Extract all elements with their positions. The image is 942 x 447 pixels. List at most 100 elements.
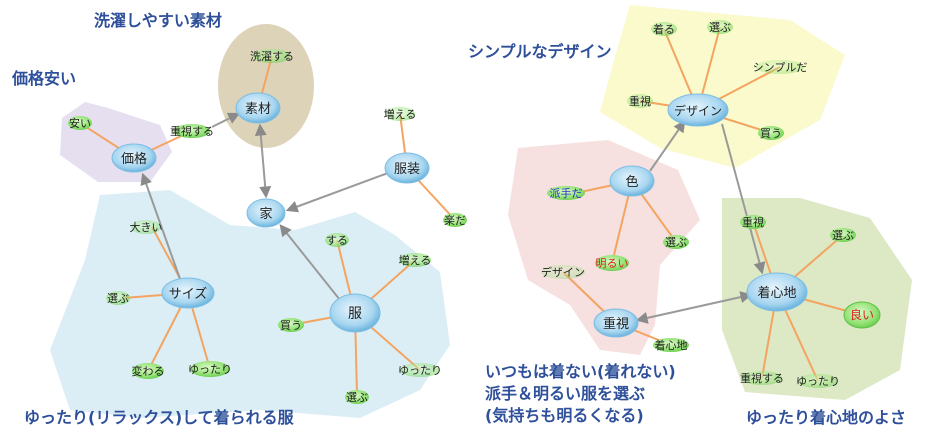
word-fueru-1[interactable]: 増える bbox=[384, 107, 417, 121]
svg-text:デザイン: デザイン bbox=[541, 265, 585, 279]
svg-text:楽だ: 楽だ bbox=[444, 214, 466, 227]
word-juushisuru-1[interactable]: 重視する bbox=[170, 124, 214, 138]
word-juushi-3[interactable]: 重視 bbox=[740, 215, 766, 229]
word-yuttari-1[interactable]: ゆったり bbox=[188, 361, 232, 377]
svg-text:重視: 重視 bbox=[603, 316, 629, 332]
word-suru[interactable]: する bbox=[325, 233, 349, 247]
word-yuttari-3[interactable]: ゆったり bbox=[796, 374, 840, 388]
svg-text:重視: 重視 bbox=[629, 94, 651, 108]
word-yoi[interactable]: 良い bbox=[843, 301, 881, 329]
node-juushi-left[interactable]: 重視 bbox=[593, 308, 639, 338]
caption-simple-design: シンプルなデザイン bbox=[468, 42, 612, 61]
svg-text:ゆったり: ゆったり bbox=[796, 375, 840, 388]
node-iro[interactable]: 色 bbox=[609, 165, 655, 197]
svg-text:重視する: 重視する bbox=[740, 371, 784, 385]
caption-bright-clothes-2: 派手＆明るい服を選ぶ bbox=[485, 384, 646, 403]
svg-text:服: 服 bbox=[348, 306, 362, 322]
word-fueru-2[interactable]: 増える bbox=[399, 253, 432, 267]
node-fukusou[interactable]: 服装 bbox=[384, 152, 430, 184]
svg-text:安い: 安い bbox=[69, 116, 91, 130]
svg-text:買う: 買う bbox=[280, 319, 302, 332]
word-erabu-2[interactable]: 選ぶ bbox=[345, 390, 369, 404]
word-erabu-1[interactable]: 選ぶ bbox=[106, 291, 130, 305]
node-kigokochi[interactable]: 着心地 bbox=[746, 272, 808, 312]
node-fuku[interactable]: 服 bbox=[329, 293, 381, 333]
svg-text:素材: 素材 bbox=[245, 102, 271, 117]
svg-text:着心地: 着心地 bbox=[757, 285, 796, 301]
cluster-comfort-left bbox=[50, 190, 450, 418]
svg-text:服装: 服装 bbox=[394, 162, 420, 177]
arrow-iro-design bbox=[649, 120, 686, 172]
svg-text:洗濯する: 洗濯する bbox=[250, 50, 294, 63]
word-yuttari-2[interactable]: ゆったり bbox=[398, 363, 442, 377]
caption-material: 洗濯しやすい素材 bbox=[94, 11, 222, 30]
svg-text:する: する bbox=[326, 234, 348, 247]
svg-text:増える: 増える bbox=[384, 108, 417, 121]
svg-text:着心地: 着心地 bbox=[655, 338, 688, 352]
svg-text:良い: 良い bbox=[850, 307, 874, 322]
svg-text:選ぶ: 選ぶ bbox=[832, 229, 854, 242]
svg-text:明るい: 明るい bbox=[596, 257, 629, 270]
cluster-price bbox=[60, 102, 172, 182]
arrow-size-kakaku bbox=[140, 172, 181, 280]
word-akarui[interactable]: 明るい bbox=[595, 255, 629, 271]
word-juushi-1[interactable]: 重視 bbox=[627, 94, 653, 108]
svg-text:買う: 買う bbox=[760, 127, 782, 140]
caption-bright-clothes-3: (気持ちも明るくなる) bbox=[485, 406, 644, 425]
word-hade[interactable]: 派手だ bbox=[547, 186, 585, 200]
svg-text:変わる: 変わる bbox=[132, 364, 165, 378]
caption-comfort-fit: ゆったり着心地のよさ bbox=[746, 408, 907, 427]
arrow-sozai-ie bbox=[254, 123, 272, 199]
svg-text:価格: 価格 bbox=[121, 151, 147, 167]
svg-text:選ぶ: 選ぶ bbox=[665, 236, 687, 249]
word-erabu-3[interactable]: 選ぶ bbox=[707, 20, 733, 34]
node-kakaku[interactable]: 価格 bbox=[111, 143, 157, 173]
node-ie[interactable]: 家 bbox=[246, 198, 286, 228]
cluster-material bbox=[218, 24, 314, 148]
word-ookii[interactable]: 大きい bbox=[130, 220, 163, 234]
word-erabu-5[interactable]: 選ぶ bbox=[830, 228, 856, 242]
svg-text:シンプルだ: シンプルだ bbox=[753, 61, 808, 74]
svg-text:選ぶ: 選ぶ bbox=[107, 292, 129, 305]
svg-text:ゆったり: ゆったり bbox=[398, 364, 442, 377]
node-size[interactable]: サイズ bbox=[161, 277, 215, 309]
word-kiru[interactable]: 着る bbox=[651, 22, 677, 36]
cluster-fit bbox=[722, 198, 912, 400]
word-kawaru[interactable]: 変わる bbox=[132, 363, 165, 379]
arrow-fuku-ie bbox=[279, 224, 341, 301]
svg-text:デザイン: デザイン bbox=[674, 103, 722, 118]
word-kau-2[interactable]: 買う bbox=[758, 126, 784, 140]
svg-text:選ぶ: 選ぶ bbox=[346, 391, 368, 404]
word-design-2[interactable]: デザイン bbox=[541, 265, 585, 279]
word-nodes: 洗濯する 安い 重視する 増える 楽だ 大きい 選ぶ 変わる ゆったり する 増… bbox=[68, 20, 881, 404]
caption-bright-clothes-1: いつもは着ない(着れない) bbox=[485, 362, 676, 381]
svg-text:家: 家 bbox=[259, 206, 272, 222]
node-sozai[interactable]: 素材 bbox=[235, 92, 281, 124]
arrow-juushisuru-sozai bbox=[211, 112, 241, 128]
core-nodes: 素材 価格 家 服装 サイズ 服 デザイン 色 重視 着心地 bbox=[111, 92, 808, 338]
svg-text:大きい: 大きい bbox=[130, 220, 163, 234]
word-sentakusuru[interactable]: 洗濯する bbox=[250, 49, 294, 63]
svg-text:重視: 重視 bbox=[742, 215, 764, 229]
cluster-design bbox=[600, 5, 845, 168]
caption-price: 価格安い bbox=[12, 69, 77, 88]
word-juushisuru-2[interactable]: 重視する bbox=[740, 371, 784, 385]
word-simple[interactable]: シンプルだ bbox=[753, 60, 808, 74]
svg-text:着る: 着る bbox=[653, 22, 675, 36]
word-erabu-4[interactable]: 選ぶ bbox=[663, 235, 689, 249]
arrow-juushi-kigokochi bbox=[635, 291, 753, 324]
svg-text:選ぶ: 選ぶ bbox=[709, 21, 731, 34]
svg-text:色: 色 bbox=[625, 174, 638, 190]
svg-text:ゆったり: ゆったり bbox=[188, 363, 232, 376]
node-design[interactable]: デザイン bbox=[667, 93, 729, 127]
svg-text:重視する: 重視する bbox=[170, 124, 214, 138]
word-yasui[interactable]: 安い bbox=[68, 116, 92, 130]
word-raku[interactable]: 楽だ bbox=[443, 213, 467, 227]
word-kau-1[interactable]: 買う bbox=[278, 318, 304, 332]
word-kigokochi-2[interactable]: 着心地 bbox=[653, 338, 689, 352]
svg-text:増える: 増える bbox=[399, 254, 432, 267]
svg-text:派手だ: 派手だ bbox=[550, 186, 583, 200]
svg-text:サイズ: サイズ bbox=[169, 286, 208, 302]
edges-gray bbox=[140, 112, 766, 324]
